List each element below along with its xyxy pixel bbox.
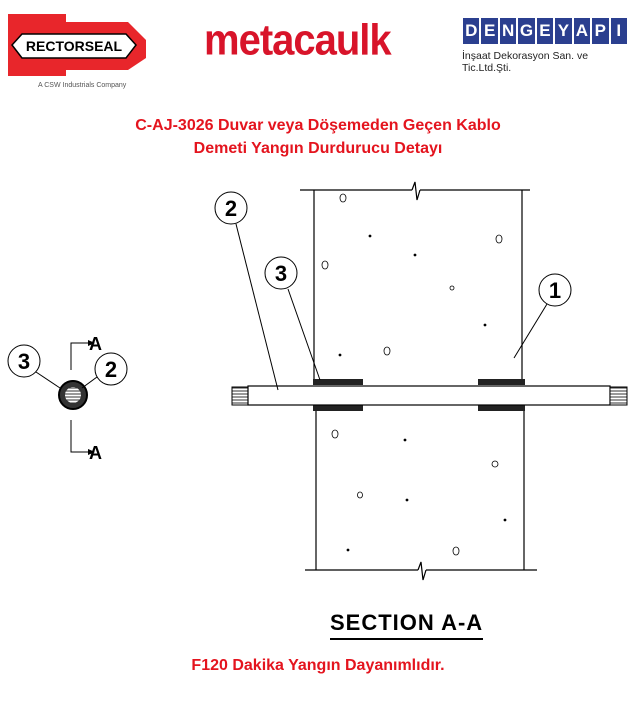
svg-text:A: A (89, 443, 102, 463)
dengeyapi-subtitle: İnşaat Dekorasyon San. ve Tic.Ltd.Şti. (462, 50, 589, 74)
callout-3: 3 (264, 256, 321, 381)
svg-text:RECTORSEAL: RECTORSEAL (26, 38, 123, 54)
svg-text:A: A (89, 334, 102, 354)
wall-upper (300, 181, 530, 382)
section-label: SECTION A-A (330, 610, 484, 640)
svg-text:3: 3 (18, 349, 30, 374)
svg-text:2: 2 (225, 196, 237, 221)
svg-text:2: 2 (105, 357, 117, 382)
metacaulk-logo: metacaulk (204, 15, 392, 65)
footer-note: F120 Dakika Yangın Dayanımlıdır. (191, 657, 445, 674)
callout-2: 2 (214, 191, 279, 391)
rectorseal-subtitle: A CSW Industrials Company (38, 82, 127, 89)
title-line-2: Demeti Yangın Durdurucu Detayı (193, 140, 443, 157)
plan-detail: A A 3 2 (7, 334, 128, 463)
title-line-1: C-AJ-3026 Duvar veya Döşemeden Geçen Kab… (135, 117, 501, 134)
cable-bundle (231, 385, 628, 406)
callout-1: 1 (513, 273, 572, 359)
rectorseal-logo: RECTORSEAL (8, 14, 146, 76)
svg-text:1: 1 (549, 278, 561, 303)
svg-text:3: 3 (275, 261, 287, 286)
concrete-aggregate (321, 193, 507, 556)
wall-lower (305, 407, 537, 581)
sealant-fill (313, 379, 525, 411)
